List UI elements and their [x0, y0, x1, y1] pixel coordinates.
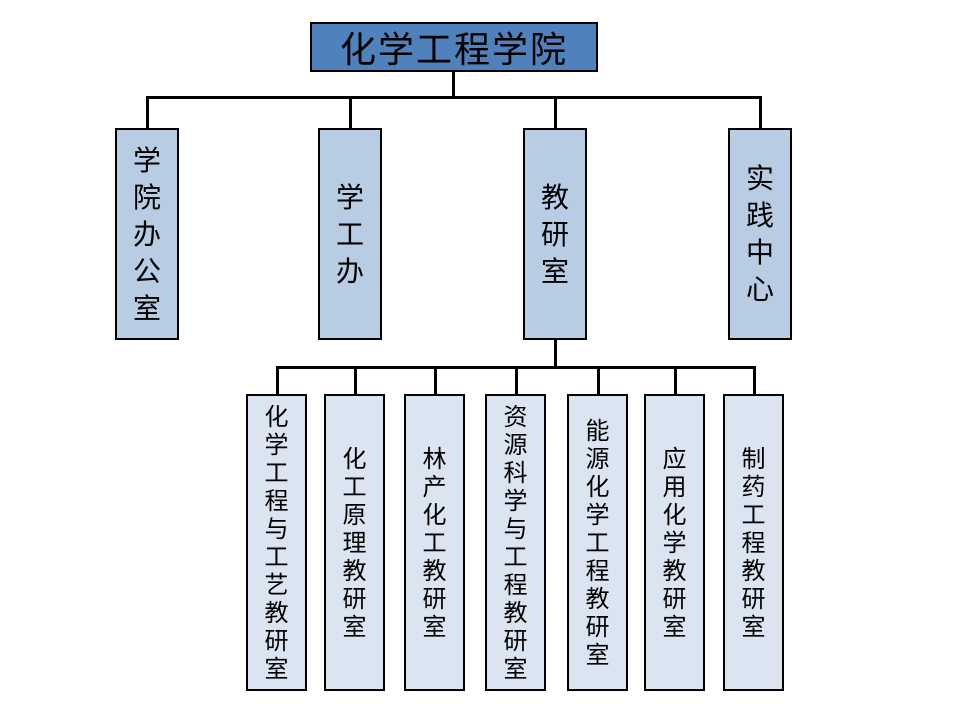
connector-level2-drop-4 [515, 366, 518, 395]
org-node-label: 教研室 [540, 180, 569, 288]
connector-level2-drop-7 [753, 366, 756, 395]
org-node-label: 林产化工教研室 [422, 444, 447, 641]
connector-level2-drop-1 [276, 366, 279, 395]
org-node-forest-products-chemical: 林产化工教研室 [404, 394, 465, 691]
org-node-practice-center: 实践中心 [728, 128, 792, 340]
org-node-label: 能源化学工程教研室 [585, 416, 610, 669]
org-node-root: 化学工程学院 [310, 22, 598, 72]
org-node-teaching-research-office: 教研室 [523, 128, 587, 340]
org-node-pharmaceutical-engineering: 制药工程教研室 [723, 394, 784, 691]
org-node-label: 化学工程学院 [339, 30, 568, 71]
org-node-label: 资源科学与工程教研室 [503, 402, 528, 683]
connector-level2-drop-6 [674, 366, 677, 395]
org-node-energy-chemical-engineering: 能源化学工程教研室 [567, 394, 628, 691]
org-node-college-office: 学院办公室 [115, 128, 179, 340]
org-node-label: 化学工程与工艺教研室 [264, 402, 289, 683]
org-node-chemical-engineering-principles: 化工原理教研室 [324, 394, 385, 691]
org-node-label: 学院办公室 [132, 143, 161, 325]
connector-level1-horizontal [146, 96, 762, 99]
connector-level2-drop-5 [597, 366, 600, 395]
connector-root-vertical [452, 72, 455, 98]
org-node-label: 制药工程教研室 [741, 444, 766, 641]
connector-level1-drop-2 [349, 96, 352, 128]
connector-level1-drop-1 [146, 96, 149, 128]
org-node-label: 学工办 [335, 180, 364, 288]
connector-level2-drop-2 [354, 366, 357, 395]
connector-level1-drop-4 [759, 96, 762, 128]
org-node-label: 化工原理教研室 [342, 444, 367, 641]
org-node-label: 实践中心 [745, 162, 774, 306]
org-node-resource-science-engineering: 资源科学与工程教研室 [485, 394, 546, 691]
connector-tro-vertical [554, 340, 557, 368]
org-node-applied-chemistry: 应用化学教研室 [644, 394, 705, 691]
connector-level2-drop-3 [434, 366, 437, 395]
org-node-label: 应用化学教研室 [662, 444, 687, 641]
org-node-chemical-engineering-technology: 化学工程与工艺教研室 [246, 394, 307, 691]
connector-level1-drop-3 [554, 96, 557, 128]
org-node-student-affairs-office: 学工办 [318, 128, 382, 340]
